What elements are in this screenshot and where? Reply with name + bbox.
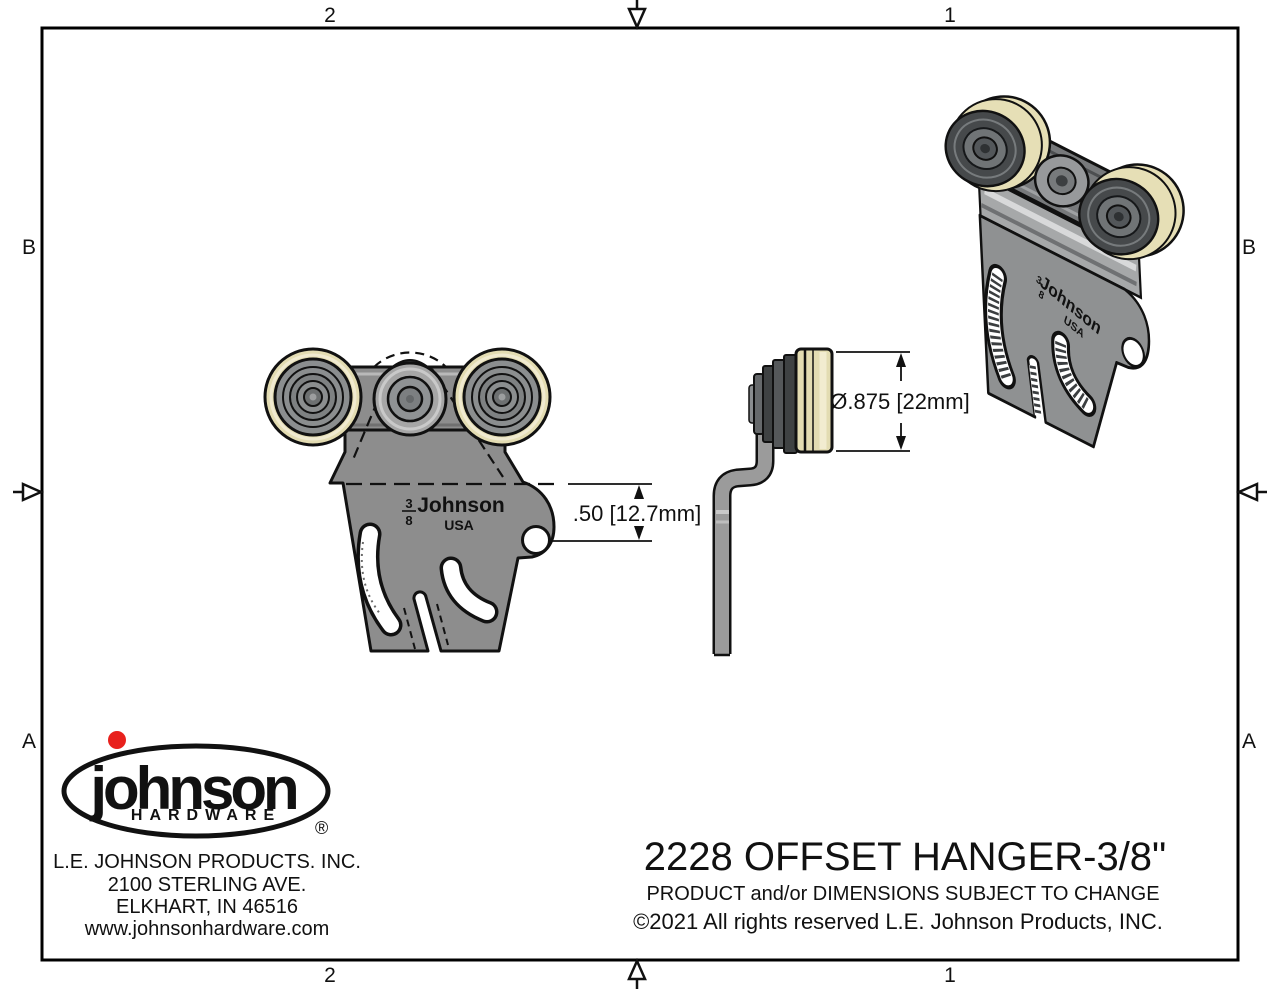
iso-slot-left [984,263,1016,390]
mounting-slot-right [439,556,499,624]
zone-label-right-b: B [1242,236,1256,259]
iso-marking-denominator: 8 [1037,289,1045,303]
change-notice: PRODUCT and/or DIMENSIONS SUBJECT TO CHA… [646,883,1159,905]
title-block: 2228 OFFSET HANGER-3/8" PRODUCT and/or D… [633,835,1166,934]
zone-label-bottom-right: 1 [944,964,956,987]
product-title: 2228 OFFSET HANGER-3/8" [644,835,1167,879]
center-mark-left-icon [13,482,45,502]
center-hub [372,361,448,437]
front-wheel-left [263,347,363,447]
company-city: ELKHART, IN 46516 [116,896,298,918]
zone-label-left-b: B [22,236,36,259]
mounting-slot-left [356,522,403,637]
registered-mark: ® [315,818,328,838]
company-address: L.E. JOHNSON PRODUCTS. INC. 2100 STERLIN… [53,851,361,940]
dimension-wheel-diameter: Ø.875 [22mm] [830,351,970,452]
logo-ellipse [61,743,331,839]
center-mark-bottom-icon [627,957,647,989]
side-view [712,347,834,657]
iso-marking-numerator: 3 [1035,274,1043,288]
sheet-border [40,26,1240,962]
zone-label-bottom-left: 2 [324,964,336,987]
copyright-notice: ©2021 All rights reserved L.E. Johnson P… [633,909,1163,934]
iso-plate: 3 8 Johnson USA [977,172,1151,449]
company-name: L.E. JOHNSON PRODUCTS. INC. [53,851,361,873]
strap [715,430,772,654]
logo-j-dot-icon [108,731,126,749]
marking-fraction-numerator: 3 [405,496,412,511]
dimension-wheel-diameter-label: Ø.875 [22mm] [830,389,969,414]
zone-label-top-left: 2 [324,4,336,27]
part-marking: 3 8 Johnson USA [402,494,505,533]
dimension-offset: .50 [12.7mm] [550,483,701,542]
company-street: 2100 STERLING AVE. [108,874,307,896]
zone-label-top-right: 1 [944,4,956,27]
zone-label-left-a: A [22,730,36,753]
wheel-side [794,347,834,454]
logo-brand-text: johnson [89,755,296,822]
isometric-view: 3 8 Johnson USA [930,75,1201,449]
logo-hardware-text: HARDWARE [131,807,281,824]
marking-brand-text: Johnson [417,494,505,517]
mounting-hole [521,525,551,555]
company-website: www.johnsonhardware.com [84,918,330,940]
dimension-offset-label: .50 [12.7mm] [573,501,701,526]
wheel-hub-side [748,354,798,454]
johnson-hardware-logo: johnson HARDWARE ® [61,731,331,839]
iso-slot-right [1051,330,1097,417]
zone-label-right-a: A [1242,730,1256,753]
front-wheel-right [452,347,552,447]
front-view: 3 8 Johnson USA [263,347,562,653]
marking-fraction-denominator: 8 [405,513,412,528]
center-mark-top-icon [627,0,647,31]
center-mark-right-icon [1235,482,1267,502]
iso-center-hub [1033,154,1090,208]
marking-country-text: USA [444,517,474,533]
